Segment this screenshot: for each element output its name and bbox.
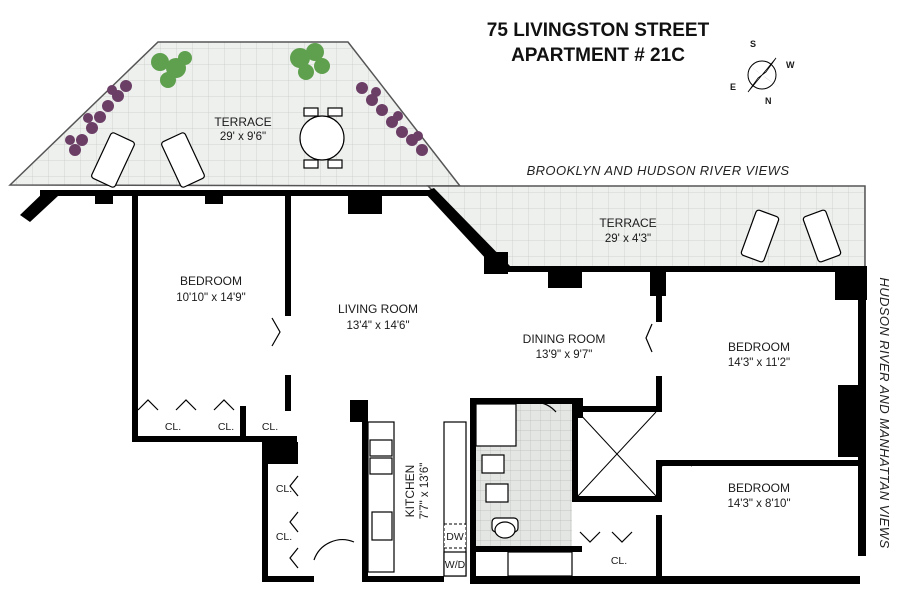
bathroom-floor [475,403,573,577]
view-label-right: HUDSON RIVER AND MANHATTAN VIEWS [877,277,892,548]
kitchen-dim: 7'7" x 13'6" [419,463,431,520]
lounge-chair [802,209,842,263]
kitchen-right-counter [443,421,467,577]
title-line2: APARTMENT # 21C [511,45,685,66]
title-line1: 75 LIVINGSTON STREET [487,20,710,41]
patio-table [299,107,345,169]
washer-dryer-label: W/D [445,559,466,571]
terrace-lower-name: TERRACE [599,216,656,230]
walls [20,188,867,584]
closet-label: CL. [276,531,292,543]
lounge-chair [91,132,135,188]
bedroom-right-bottom-dim: 14'3" x 8'10" [727,498,790,510]
shaft [577,411,657,497]
lounge-chair [740,209,780,263]
compass-label-w: W [786,60,795,70]
dining-room-name: DINING ROOM [523,332,606,346]
compass-label-n: N [765,96,772,106]
terrace-upper-name: TERRACE [214,115,271,129]
kitchen-name: KITCHEN [403,465,417,518]
bedroom-right-top-dim: 14'3" x 11'2" [728,357,790,369]
kitchen-counter [367,421,395,573]
compass-label-e: E [730,82,736,92]
view-label-top: BROOKLYN AND HUDSON RIVER VIEWS [527,163,790,178]
terrace-upper-dim: 29' x 9'6" [220,131,266,143]
door-swings [137,317,693,569]
closet-label: CL. [262,421,278,433]
planter-right [290,43,428,156]
bedroom-right-bottom-name: BEDROOM [728,481,790,495]
closet-label: CL. [165,421,181,433]
living-room-name: LIVING ROOM [338,302,418,316]
closet-label: CL. [218,421,234,433]
planter-left [65,51,192,156]
closet-label: CL. [276,483,292,495]
bedroom-right-top-name: BEDROOM [728,340,790,354]
bedroom-left-name: BEDROOM [180,274,242,288]
bedroom-left-dim: 10'10" x 14'9" [176,292,245,304]
terrace-upper-area [8,41,462,187]
lounge-chair [161,132,205,188]
closet-label: CL. [611,555,627,567]
dishwasher-label: DW [446,531,464,543]
compass-rose-icon [745,57,780,93]
living-room-dim: 13'4" x 14'6" [346,320,409,332]
dining-room-dim: 13'9" x 9'7" [536,349,593,361]
compass-label-s: S [750,39,756,49]
terrace-lower-dim: 29' x 4'3" [605,233,651,245]
